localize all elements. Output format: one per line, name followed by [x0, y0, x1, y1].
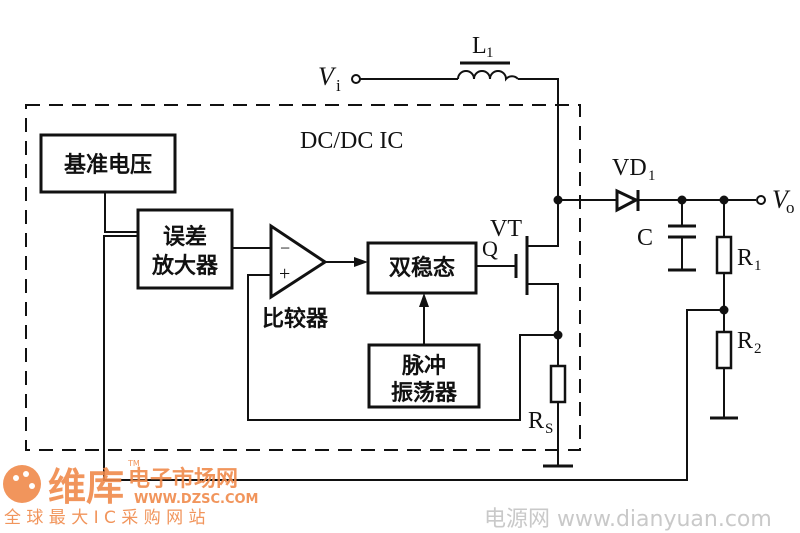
comparator-icon	[269, 223, 328, 300]
input-subscript: i	[336, 76, 341, 95]
logo-dot	[13, 475, 19, 481]
oscillator-label-1: 脉冲	[401, 354, 446, 379]
output-terminal-icon	[756, 195, 766, 205]
transistor-label: VT	[490, 216, 522, 242]
arrow-icon	[354, 257, 368, 267]
dzsc-name: 电子市场网	[128, 466, 238, 492]
oscillator-block	[367, 343, 481, 409]
arrow-icon	[419, 293, 429, 307]
dzsc-watermark: 维库 TM 电子市场网 WWW.DZSC.COM 全 球 最 大 I C 采 购…	[3, 459, 258, 528]
wire-l1-node	[518, 78, 559, 200]
wire-current-sense	[247, 274, 558, 421]
error-amplifier-label-1: 误差	[163, 224, 207, 250]
dzsc-logo-icon	[3, 465, 41, 503]
flipflop-q-label: Q	[482, 236, 498, 261]
diode-icon	[615, 188, 640, 213]
reference-voltage-block	[39, 133, 177, 194]
diode-subscript: 1	[648, 168, 656, 184]
inductor-coil-icon	[457, 70, 519, 82]
comparator-plus: +	[279, 263, 290, 285]
wire-ref-to-amp	[104, 192, 138, 233]
wire-feedback-voltage	[103, 235, 724, 481]
inductor-subscript: 1	[486, 45, 494, 61]
drain-wire	[527, 200, 559, 247]
ic-boundary	[25, 104, 581, 451]
transistor-vt: VT	[490, 200, 559, 335]
reference-voltage-label: 基准电压	[64, 153, 152, 178]
error-amplifier-label-2: 放大器	[151, 253, 219, 279]
dzsc-tm: TM	[127, 459, 140, 468]
rs-label: R	[528, 408, 544, 434]
rs-subscript: S	[545, 421, 553, 437]
ic-label: DC/DC IC	[300, 128, 403, 154]
inductor-l1: L 1	[457, 33, 519, 82]
logo-dot	[29, 483, 35, 489]
comparator-minus: −	[280, 238, 290, 258]
capacitor-c: C	[637, 200, 696, 272]
resistor-rs: R S	[528, 335, 573, 468]
output-label: V	[772, 185, 791, 214]
capacitor-label: C	[637, 225, 653, 251]
inductor-label: L	[472, 33, 487, 59]
resistor-icon	[549, 364, 567, 404]
comparator: − + 比较器	[262, 223, 329, 332]
input-label: V	[318, 62, 337, 91]
logo-dot	[23, 471, 29, 477]
output-terminal: V o	[756, 185, 795, 217]
resistor-r2: R 2	[710, 310, 762, 420]
resistor-r1: R 1	[715, 200, 762, 310]
resistor-icon	[715, 330, 733, 370]
source-wire	[527, 283, 559, 335]
error-amplifier-block	[136, 208, 234, 290]
dianyuan-watermark: 电源网 www.dianyuan.com	[484, 507, 772, 532]
comparator-label: 比较器	[262, 306, 329, 332]
r2-label: R	[737, 328, 753, 354]
r1-label: R	[737, 245, 753, 271]
flipflop-label: 双稳态	[389, 255, 455, 281]
flipflop-block	[366, 241, 478, 295]
diode-label: VD	[612, 155, 647, 181]
input-terminal: V i	[318, 62, 361, 95]
resistor-icon	[715, 235, 733, 275]
oscillator-label-2: 振荡器	[391, 380, 458, 406]
r2-subscript: 2	[754, 341, 762, 357]
r1-subscript: 1	[754, 258, 762, 274]
dzsc-brand: 维库	[48, 465, 124, 509]
diode-vd1: VD 1	[612, 155, 656, 213]
input-terminal-icon	[351, 74, 361, 84]
dzsc-slogan: 全 球 最 大 I C 采 购 网 站	[4, 508, 206, 528]
output-subscript: o	[786, 198, 795, 217]
dzsc-url: WWW.DZSC.COM	[134, 492, 258, 507]
